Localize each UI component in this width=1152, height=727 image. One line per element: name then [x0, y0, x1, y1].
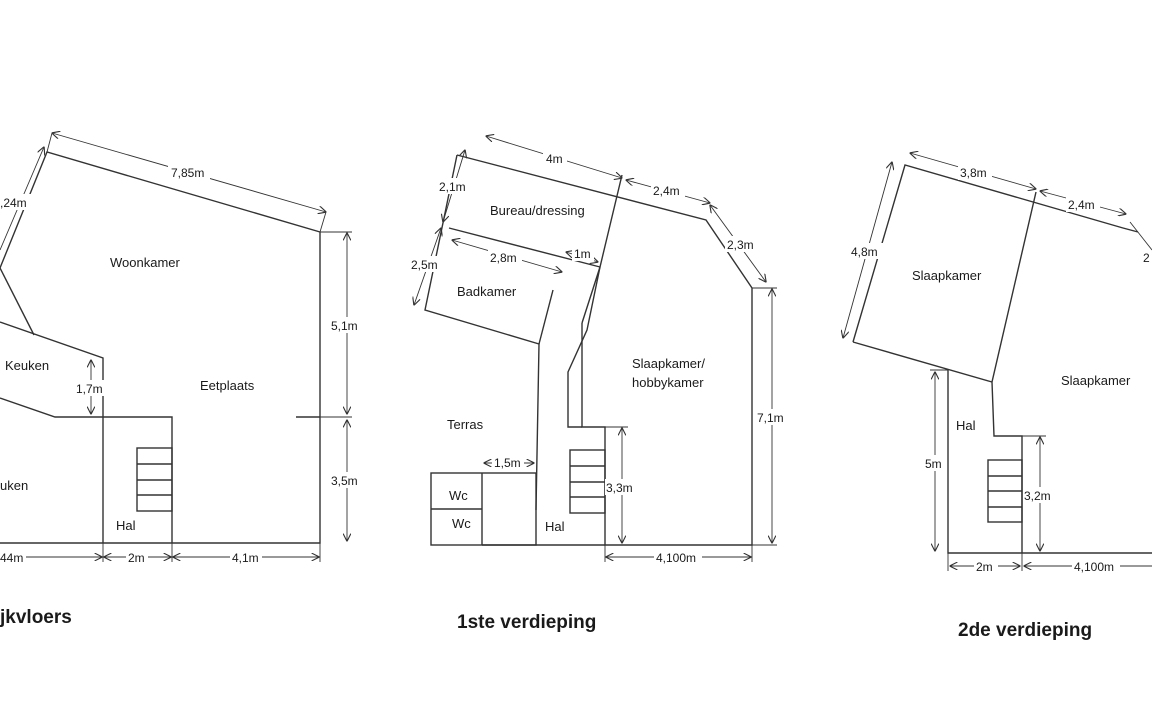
dim-top-a: 4m — [546, 152, 563, 166]
room-slaapkamer-a: Slaapkamer — [912, 268, 982, 283]
second-room-labels: Slaapkamer Slaapkamer Hal — [912, 268, 1131, 433]
room-bureau-dressing: Bureau/dressing — [490, 203, 585, 218]
dim-terras-width: 1,5m — [494, 456, 521, 470]
room-slaapkamer-line1: Slaapkamer/ — [632, 356, 705, 371]
ground-floor-plan: Woonkamer Keuken Eetplaats uken Hal 7,85… — [0, 133, 362, 628]
room-slaapkamer-b: Slaapkamer — [1061, 373, 1131, 388]
dim-right-upper: 5,1m — [331, 319, 358, 333]
dim-diagonal: 2,3m — [727, 238, 754, 252]
dim-left: 4,8m — [851, 245, 878, 259]
dim-top-b: 2,4m — [653, 184, 680, 198]
room-keuken-cut: uken — [0, 478, 28, 493]
second-dimension-labels: 3,8m 2,4m 4,8m 5m 3,2m 2m 4,100m 2 — [850, 164, 1150, 574]
dim-bottom-right: 4,1m — [232, 551, 259, 565]
second-floor-plan: Slaapkamer Slaapkamer Hal 3,8m 2,4m 4,8m… — [843, 153, 1152, 641]
room-hal: Hal — [956, 418, 976, 433]
dim-stair: 3,2m — [1024, 489, 1051, 503]
ground-floor-title: jkvloers — [0, 607, 72, 628]
dim-bottom-b: 4,100m — [1074, 560, 1114, 574]
dim-stair: 3,3m — [606, 481, 633, 495]
second-walls — [852, 164, 1152, 554]
dim-badkamer-width: 2,8m — [490, 251, 517, 265]
dim-left-b: 2,5m — [411, 258, 438, 272]
second-dimension-lines — [843, 153, 1152, 571]
room-hal: Hal — [545, 519, 565, 534]
room-woonkamer: Woonkamer — [110, 255, 181, 270]
dim-small: 1m — [574, 247, 591, 261]
room-wc-1: Wc — [449, 488, 468, 503]
dim-right-lower: 3,5m — [331, 474, 358, 488]
dim-bottom: 4,100m — [656, 551, 696, 565]
room-eetplaats: Eetplaats — [200, 378, 255, 393]
dim-top-b: 2,4m — [1068, 198, 1095, 212]
first-dimension-lines — [414, 136, 777, 562]
room-keuken: Keuken — [5, 358, 49, 373]
ground-dimension-lines — [0, 133, 352, 562]
room-terras: Terras — [447, 417, 484, 432]
first-floor-title: 1ste verdieping — [457, 612, 596, 633]
dim-cut: 2 — [1143, 251, 1150, 265]
dim-bottom-left: 44m — [0, 551, 23, 565]
first-walls — [424, 154, 753, 546]
dim-left: ,24m — [0, 196, 27, 210]
first-room-labels: Bureau/dressing Badkamer Slaapkamer/ hob… — [447, 203, 705, 534]
room-hal: Hal — [116, 518, 136, 533]
first-floor-plan: Bureau/dressing Badkamer Slaapkamer/ hob… — [409, 136, 789, 633]
dim-keuken-height: 1,7m — [76, 382, 103, 396]
ground-walls — [0, 151, 321, 544]
ground-room-labels: Woonkamer Keuken Eetplaats uken Hal — [0, 255, 255, 533]
room-slaapkamer-line2: hobbykamer — [632, 375, 704, 390]
dim-right: 7,1m — [757, 411, 784, 425]
dim-top: 7,85m — [171, 166, 204, 180]
room-wc-2: Wc — [452, 516, 471, 531]
dim-bottom-mid: 2m — [128, 551, 145, 565]
second-floor-title: 2de verdieping — [958, 620, 1092, 641]
dim-left-a: 2,1m — [439, 180, 466, 194]
first-dimension-labels: 4m 2,4m 2,3m 2,1m 2,5m 2,8m 1m 7,1m 3,3m… — [409, 150, 789, 565]
dim-top-a: 3,8m — [960, 166, 987, 180]
ground-dimension-labels: 7,85m ,24m 5,1m 3,5m 1,7m 44m 2m 4,1m — [0, 164, 362, 565]
room-badkamer: Badkamer — [457, 284, 517, 299]
dim-bottom-a: 2m — [976, 560, 993, 574]
dim-hal-height: 5m — [925, 457, 942, 471]
